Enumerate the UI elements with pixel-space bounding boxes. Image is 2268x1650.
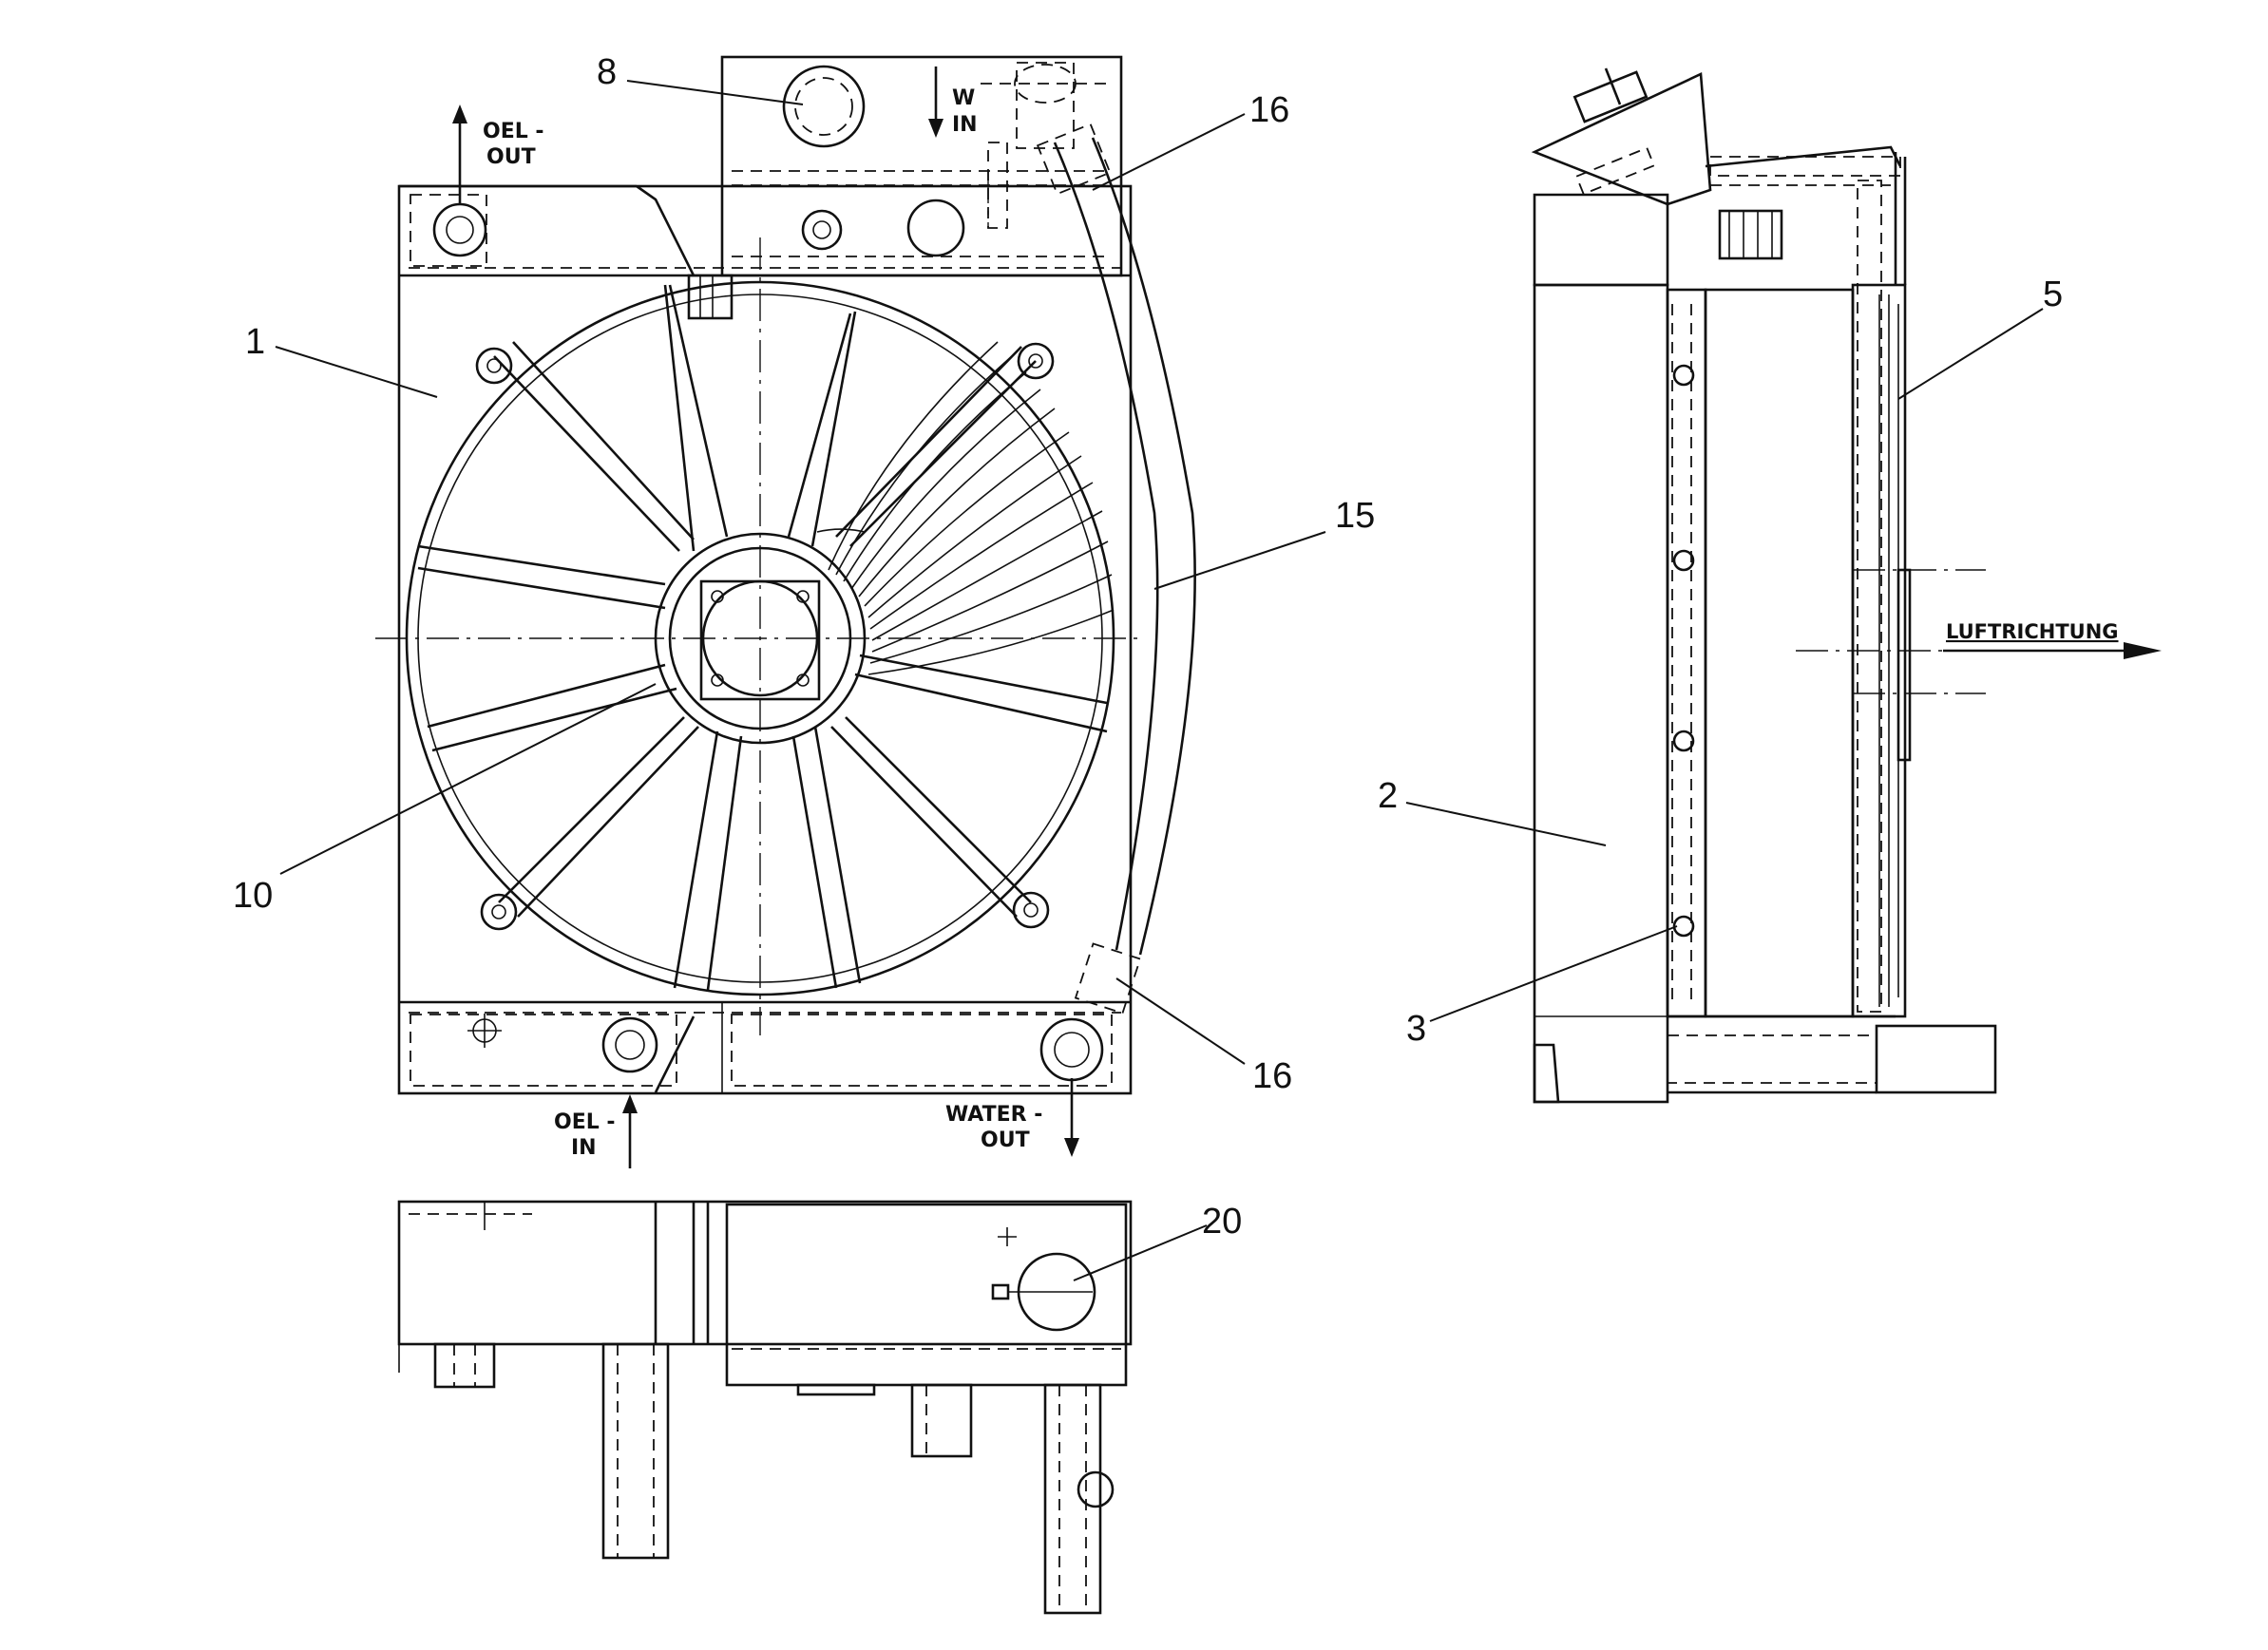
callout-16-bottom: 16 xyxy=(1252,1056,1292,1096)
fan-assembly xyxy=(375,237,1145,1035)
side-view xyxy=(1531,67,2162,1104)
fan-mount-struts xyxy=(475,341,1055,931)
water-out-label-line1: WATER - xyxy=(945,1103,1042,1127)
cooler-core xyxy=(397,184,1133,1095)
water-out-label-line2: OUT xyxy=(981,1128,1030,1152)
callout-numbers: 1 8 16 15 10 16 20 2 3 5 xyxy=(233,52,2063,1242)
callout-10: 10 xyxy=(233,876,273,916)
w-in-label-line2: IN xyxy=(952,113,978,137)
fan-guard-grille xyxy=(828,341,1115,675)
oel-in-label-line1: OEL - xyxy=(554,1110,616,1134)
callout-1: 1 xyxy=(245,322,265,362)
water-tank-top xyxy=(720,55,1123,277)
water-hose xyxy=(1036,123,1196,1015)
callout-5: 5 xyxy=(2043,275,2063,314)
flow-labels: OEL - OUT W IN OEL - IN WATER - OUT LUFT… xyxy=(483,86,2119,1160)
oel-in-label-line2: IN xyxy=(571,1136,597,1160)
leader-lines xyxy=(275,80,2044,1281)
callout-15: 15 xyxy=(1335,496,1375,536)
oel-out-label-line1: OEL - xyxy=(483,120,544,143)
callout-2: 2 xyxy=(1378,776,1398,816)
air-direction-label: LUFTRICHTUNG xyxy=(1946,620,2119,643)
flow-arrows xyxy=(452,66,1079,1168)
callout-3: 3 xyxy=(1406,1009,1426,1049)
bottom-view xyxy=(397,1200,1133,1615)
front-view xyxy=(375,55,1196,1168)
callout-20: 20 xyxy=(1202,1202,1242,1242)
callout-8: 8 xyxy=(597,52,617,92)
callout-16-top: 16 xyxy=(1249,90,1289,130)
w-in-label-line1: W xyxy=(952,86,975,110)
oel-out-label-line2: OUT xyxy=(486,145,536,169)
fan-blades xyxy=(417,284,1108,991)
